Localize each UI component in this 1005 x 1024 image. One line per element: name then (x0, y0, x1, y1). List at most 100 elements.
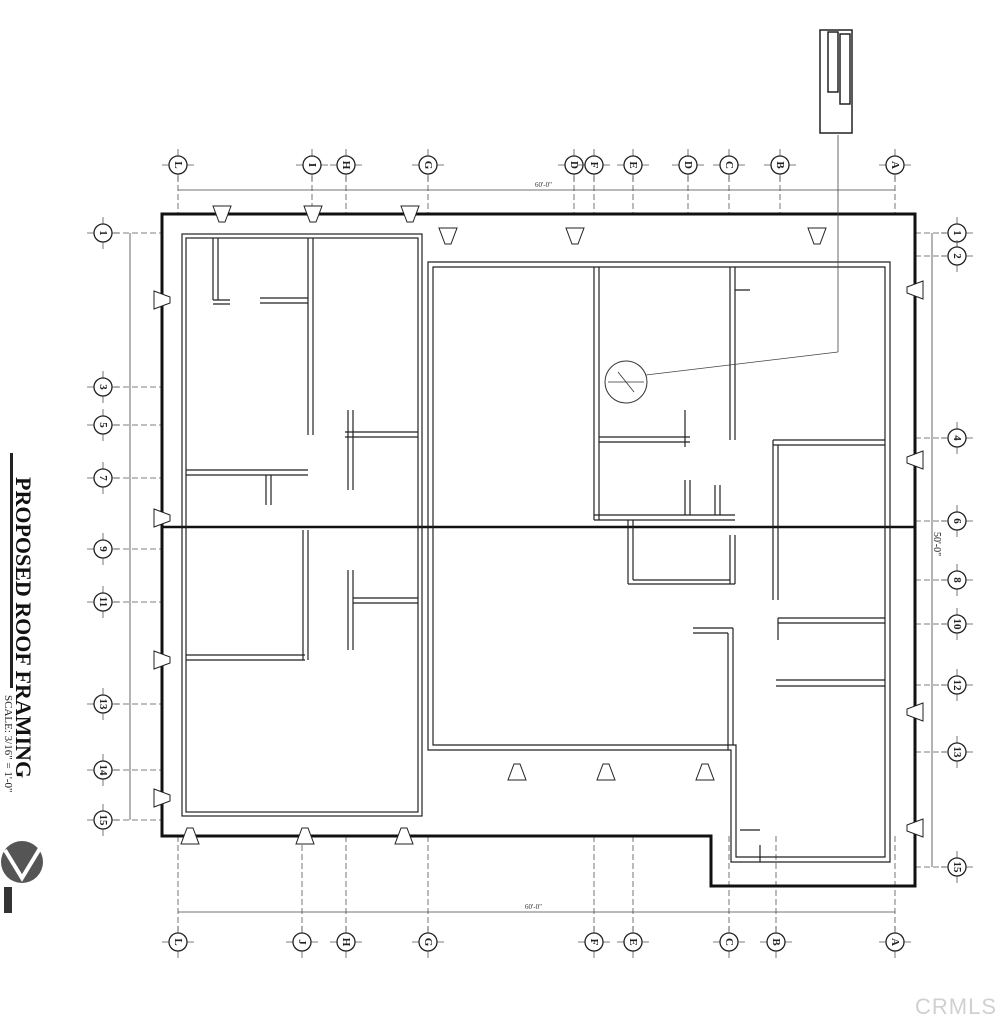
detail-note-box (819, 29, 853, 134)
grid-bubble-top-B: B (764, 149, 796, 181)
section-marker (438, 227, 458, 245)
grid-bubble-bottom-E: E (617, 926, 649, 958)
svg-text:B: B (774, 161, 786, 169)
section-marker (303, 205, 323, 223)
grid-bubble-top-A: A (879, 149, 911, 181)
grid-bubble-bottom-L: L (162, 926, 194, 958)
grid-bubble-left-3: 3 (87, 371, 119, 403)
section-marker (906, 450, 924, 470)
grid-bubble-left-7: 7 (87, 462, 119, 494)
grid-bubble-bottom-H: H (330, 926, 362, 958)
grid-bubble-top-F: F (578, 149, 610, 181)
svg-text:13: 13 (951, 747, 963, 759)
title-underline (10, 453, 13, 688)
watermark: CRMLS (914, 994, 997, 1019)
section-marker (695, 763, 715, 781)
grid-bubble-top-C: C (713, 149, 745, 181)
grid-bubble-right-1: 1 (941, 217, 973, 249)
dimension-bottom: 60'-0" (525, 903, 542, 911)
svg-text:F: F (588, 162, 600, 169)
grid-bubble-bottom-J: J (286, 926, 318, 958)
section-marker (906, 280, 924, 300)
section-marker (565, 227, 585, 245)
svg-text:2: 2 (951, 253, 963, 259)
section-marker (153, 508, 171, 528)
grid-bubble-top-G: G (412, 149, 444, 181)
svg-text:5: 5 (97, 422, 109, 428)
section-marker (153, 650, 171, 670)
dimension-top: 60'-0" (535, 181, 552, 189)
section-marker (180, 827, 200, 845)
firm-logo (1, 841, 44, 913)
section-marker (295, 827, 315, 845)
grid-bubble-right-12: 12 (941, 669, 973, 701)
interior-walls (181, 233, 891, 863)
svg-text:8: 8 (951, 577, 963, 583)
svg-text:G: G (422, 161, 434, 170)
section-marker (400, 205, 420, 223)
section-marker (807, 227, 827, 245)
grid-bubble-left-14: 14 (87, 754, 119, 786)
section-marker (153, 290, 171, 310)
grid-bubble-right-10: 10 (941, 608, 973, 640)
grid-bubble-top-I: I (296, 149, 328, 181)
grid-bubble-right-2: 2 (941, 240, 973, 272)
section-marker (906, 818, 924, 838)
svg-text:A: A (889, 938, 901, 946)
grid-bubble-top-E: E (617, 149, 649, 181)
roof-outline (160, 212, 917, 888)
svg-text:12: 12 (951, 680, 963, 692)
grid-bubble-right-8: 8 (941, 564, 973, 596)
svg-text:15: 15 (97, 815, 109, 827)
grid-bubble-bottom-F: F (578, 926, 610, 958)
grid-bubble-right-15: 15 (941, 851, 973, 883)
section-marker (394, 827, 414, 845)
svg-text:15: 15 (951, 862, 963, 874)
svg-text:3: 3 (97, 384, 109, 390)
dimension-right: 50'-0" (931, 532, 942, 556)
grid-bubble-top-D: D (672, 149, 704, 181)
drawing-scale: SCALE: 3/16" = 1'-0" (2, 695, 14, 793)
svg-text:A: A (889, 161, 901, 169)
section-marker (507, 763, 527, 781)
svg-text:13: 13 (97, 699, 109, 711)
grid-bubble-bottom-G: G (412, 926, 444, 958)
grid-bubble-left-9: 9 (87, 533, 119, 565)
section-marker (212, 205, 232, 223)
svg-text:4: 4 (951, 435, 963, 441)
svg-text:1: 1 (97, 230, 109, 236)
svg-text:H: H (340, 161, 352, 170)
grid-bubble-bottom-C: C (713, 926, 745, 958)
grid-bubble-left-15: 15 (87, 804, 119, 836)
section-marker (596, 763, 616, 781)
grid-bubble-right-4: 4 (941, 422, 973, 454)
svg-text:C: C (723, 161, 735, 169)
grid-bubble-top-H: H (330, 149, 362, 181)
svg-text:10: 10 (951, 619, 963, 631)
grid-bubble-left-5: 5 (87, 409, 119, 441)
svg-text:B: B (770, 938, 782, 946)
section-marker (906, 702, 924, 722)
svg-text:F: F (588, 939, 600, 946)
grid-bubble-bottom-A: A (879, 926, 911, 958)
svg-text:L: L (172, 161, 184, 168)
grid-bubble-right-6: 6 (941, 505, 973, 537)
svg-text:G: G (422, 938, 434, 947)
svg-text:J: J (296, 939, 308, 945)
svg-text:L: L (172, 938, 184, 945)
grid-bubble-right-13: 13 (941, 736, 973, 768)
svg-text:E: E (627, 938, 639, 945)
grid-bubble-left-1: 1 (87, 217, 119, 249)
detail-callout (604, 360, 648, 404)
svg-text:D: D (568, 161, 580, 169)
svg-text:7: 7 (97, 475, 109, 481)
svg-text:D: D (682, 161, 694, 169)
svg-text:11: 11 (97, 597, 109, 607)
svg-text:9: 9 (97, 546, 109, 552)
grid-bubble-top-L: L (162, 149, 194, 181)
svg-text:C: C (723, 938, 735, 946)
svg-text:I: I (306, 163, 318, 167)
svg-text:E: E (627, 161, 639, 168)
svg-text:H: H (340, 938, 352, 947)
grid-bubble-left-13: 13 (87, 688, 119, 720)
